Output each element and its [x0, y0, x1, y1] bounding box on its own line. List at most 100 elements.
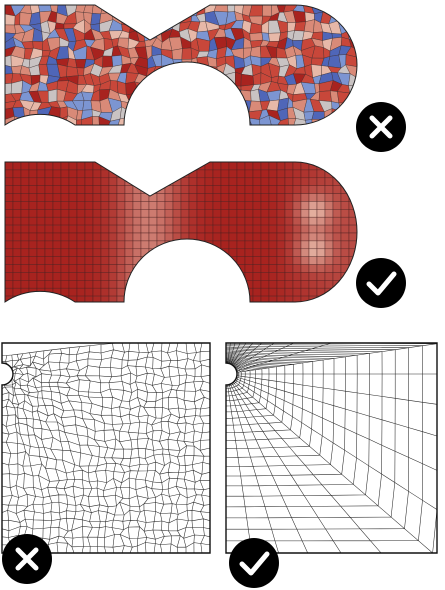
- mesh-cell: [36, 209, 46, 218]
- mesh-cell: [108, 162, 118, 171]
- mesh-cell: [220, 264, 230, 273]
- mesh-cell: [5, 193, 14, 202]
- mesh-cell: [284, 264, 294, 273]
- mesh-cell: [345, 109, 357, 119]
- mesh-cell: [260, 201, 270, 210]
- mesh-cell: [68, 288, 78, 297]
- mesh-cell: [164, 248, 174, 257]
- mesh-cell: [5, 280, 14, 289]
- mesh-cell: [132, 209, 142, 218]
- mesh-cell: [268, 216, 278, 226]
- mesh-cell: [284, 177, 294, 186]
- mesh-cell: [244, 295, 254, 302]
- mesh-cell: [300, 177, 310, 186]
- mesh-cell: [340, 232, 350, 242]
- mesh-cell: [308, 185, 318, 194]
- mesh-cell: [332, 288, 342, 297]
- mesh-cell: [20, 117, 34, 125]
- mesh-cell: [190, 62, 198, 76]
- mesh-cell: [20, 264, 30, 273]
- mesh-cell: [324, 224, 334, 234]
- mesh-cell: [164, 201, 174, 210]
- mesh-cell: [84, 162, 94, 171]
- mesh-cell: [276, 216, 286, 226]
- mesh-line: [232, 343, 254, 366]
- mesh-cell: [36, 162, 46, 171]
- mesh-cell: [20, 295, 30, 302]
- mesh-cell: [276, 248, 286, 257]
- mesh-cell: [20, 232, 30, 242]
- mesh-cell: [5, 13, 16, 26]
- mesh-cell: [124, 248, 134, 257]
- mesh-cell: [44, 295, 54, 302]
- mesh-line: [143, 343, 149, 553]
- mesh-cell: [220, 240, 230, 250]
- mesh-cell: [36, 177, 46, 186]
- mesh-cell: [156, 21, 162, 35]
- mesh-cell: [5, 162, 14, 171]
- mesh-cell: [308, 224, 318, 234]
- mesh-cell: [108, 201, 118, 210]
- mesh-cell: [181, 47, 193, 60]
- mesh-cell: [28, 295, 38, 302]
- mesh-cell: [227, 5, 236, 13]
- mesh-cell: [140, 162, 150, 171]
- mesh-cell: [60, 256, 70, 265]
- mesh-line: [228, 384, 279, 553]
- mesh-cell: [228, 272, 238, 281]
- mesh-cell: [340, 216, 350, 226]
- mesh-cell: [180, 162, 190, 171]
- mesh-cell: [36, 264, 46, 273]
- mesh-cell: [228, 256, 238, 265]
- mesh-cell: [252, 288, 262, 297]
- mesh-cell: [108, 185, 118, 194]
- mesh-cell: [28, 240, 38, 250]
- mesh-cell: [68, 216, 78, 226]
- mesh-cell: [125, 117, 139, 125]
- mesh-cell: [316, 248, 326, 257]
- mesh-cell: [100, 177, 110, 186]
- mesh-cell: [300, 169, 310, 179]
- mesh-cell: [268, 272, 278, 281]
- mesh-cell: [268, 256, 278, 265]
- mesh-cell: [156, 177, 166, 186]
- mesh-cell: [196, 209, 206, 218]
- mesh-cell: [28, 193, 38, 202]
- mesh-cell: [76, 185, 86, 194]
- mesh-cell: [316, 272, 326, 281]
- mesh-cell: [284, 256, 294, 265]
- mesh-cell: [84, 224, 94, 234]
- mesh-cell: [228, 264, 238, 273]
- mesh-cell: [204, 162, 214, 171]
- mesh-cell: [216, 107, 227, 120]
- mesh-cell: [225, 117, 237, 125]
- mesh-cell: [324, 232, 334, 242]
- mesh-cell: [340, 209, 350, 218]
- mesh-cell: [180, 177, 190, 186]
- mesh-cell: [188, 201, 198, 210]
- mesh-cell: [132, 295, 142, 302]
- mesh-line: [65, 347, 85, 553]
- mesh-cell: [292, 288, 302, 297]
- mesh-cell: [156, 11, 165, 23]
- mesh-line: [236, 376, 437, 437]
- mesh-cell: [340, 162, 350, 171]
- mesh-line: [234, 380, 433, 553]
- mesh-cell: [276, 162, 286, 171]
- mesh-cell: [292, 280, 302, 289]
- mesh-cell: [124, 209, 134, 218]
- mesh-cell: [108, 209, 118, 218]
- mesh-cell: [52, 169, 62, 179]
- mesh-cell: [148, 256, 158, 265]
- mesh-cell: [220, 162, 230, 171]
- mesh-cell: [180, 264, 190, 273]
- mesh-cell: [252, 209, 262, 218]
- mesh-cell: [116, 264, 126, 273]
- mesh-cell: [284, 162, 294, 171]
- mesh-cell: [92, 295, 102, 302]
- mesh-cell: [76, 119, 82, 125]
- mesh-cell: [28, 201, 38, 210]
- mesh-cell: [204, 169, 214, 179]
- mesh-cell: [155, 5, 165, 14]
